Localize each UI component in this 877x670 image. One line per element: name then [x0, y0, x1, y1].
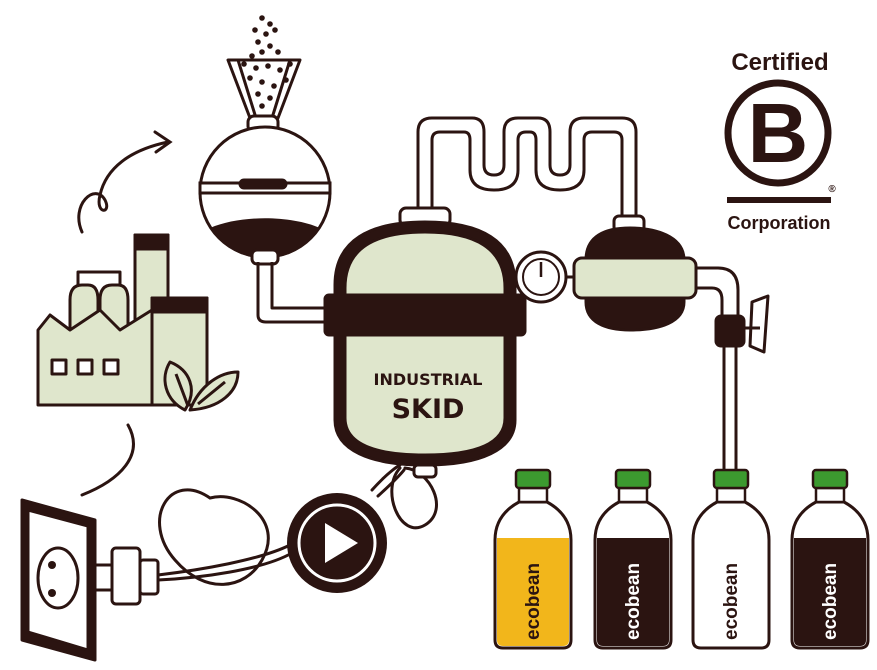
serpentine-pipe	[416, 116, 638, 218]
power-outlet-icon	[20, 498, 97, 662]
bean-particle	[267, 21, 273, 27]
bean-particle	[253, 65, 259, 71]
arrow-icon	[77, 130, 173, 497]
bottle: ecobean	[493, 468, 573, 650]
bottle-liquid	[497, 538, 569, 646]
bean-particle	[263, 31, 269, 37]
valve-icon[interactable]	[714, 294, 770, 354]
bottle-cap	[614, 468, 652, 490]
bottle-brand-label: ecobean	[721, 563, 742, 640]
bottle-neck	[617, 486, 649, 504]
bean-particle	[265, 63, 271, 69]
pressure-gauge-icon	[514, 250, 578, 304]
bean-particle	[287, 61, 293, 67]
power-cable	[156, 463, 438, 586]
bean-particle	[275, 49, 281, 55]
bean-particle	[241, 61, 247, 67]
bottle-neck	[517, 486, 549, 504]
bottle: ecobean	[691, 468, 771, 650]
factory-icon	[36, 233, 209, 407]
bean-particle	[247, 75, 253, 81]
bean-particle	[255, 39, 261, 45]
bottle-liquid	[794, 538, 866, 646]
bean-particle	[259, 49, 265, 55]
bean-particle	[255, 91, 261, 97]
bottle: ecobean	[790, 468, 870, 650]
bean-particle	[277, 67, 283, 73]
corporation-text: Corporation	[728, 213, 831, 233]
plug-icon	[96, 546, 160, 606]
leaf-icon	[163, 360, 240, 412]
play-icon[interactable]	[287, 493, 387, 593]
bean-particle	[252, 27, 258, 33]
glass-sphere	[198, 114, 332, 266]
bottle-brand-label: ecobean	[623, 563, 644, 640]
bean-particle	[271, 83, 277, 89]
bottle-brand-label: ecobean	[523, 563, 544, 640]
bean-particle	[249, 53, 255, 59]
funnel-icon	[226, 58, 302, 120]
bottle-neck	[715, 486, 747, 504]
bean-particle	[259, 103, 265, 109]
pipe	[256, 262, 340, 324]
bottle-neck	[814, 486, 846, 504]
outlet-pipe	[696, 266, 740, 470]
certified-text: Certified	[731, 49, 828, 76]
filter-tank	[572, 214, 698, 332]
b-letter: B	[748, 86, 809, 180]
bottle-cap	[712, 468, 750, 490]
bottle-brand-label: ecobean	[820, 563, 841, 640]
bean-particle	[267, 43, 273, 49]
skid-label-line2: SKID	[392, 394, 465, 425]
bottle: ecobean	[593, 468, 673, 650]
bean-particle	[283, 77, 289, 83]
industrial-skid	[323, 206, 527, 479]
bottle-cap	[514, 468, 552, 490]
skid-label-line1: INDUSTRIAL	[374, 370, 483, 389]
bottle-cap	[811, 468, 849, 490]
bottle-liquid	[597, 538, 669, 646]
registered-mark: ®	[828, 184, 836, 195]
b-corp-logo: Certified B ® Corporation	[724, 49, 836, 233]
bottle-row: ecobean ecobean ecobean ecobean	[493, 468, 870, 650]
bean-particle	[259, 79, 265, 85]
bean-particle	[267, 95, 273, 101]
bottle-body	[691, 500, 771, 650]
bean-particle	[259, 15, 265, 21]
bean-particle	[272, 27, 278, 33]
